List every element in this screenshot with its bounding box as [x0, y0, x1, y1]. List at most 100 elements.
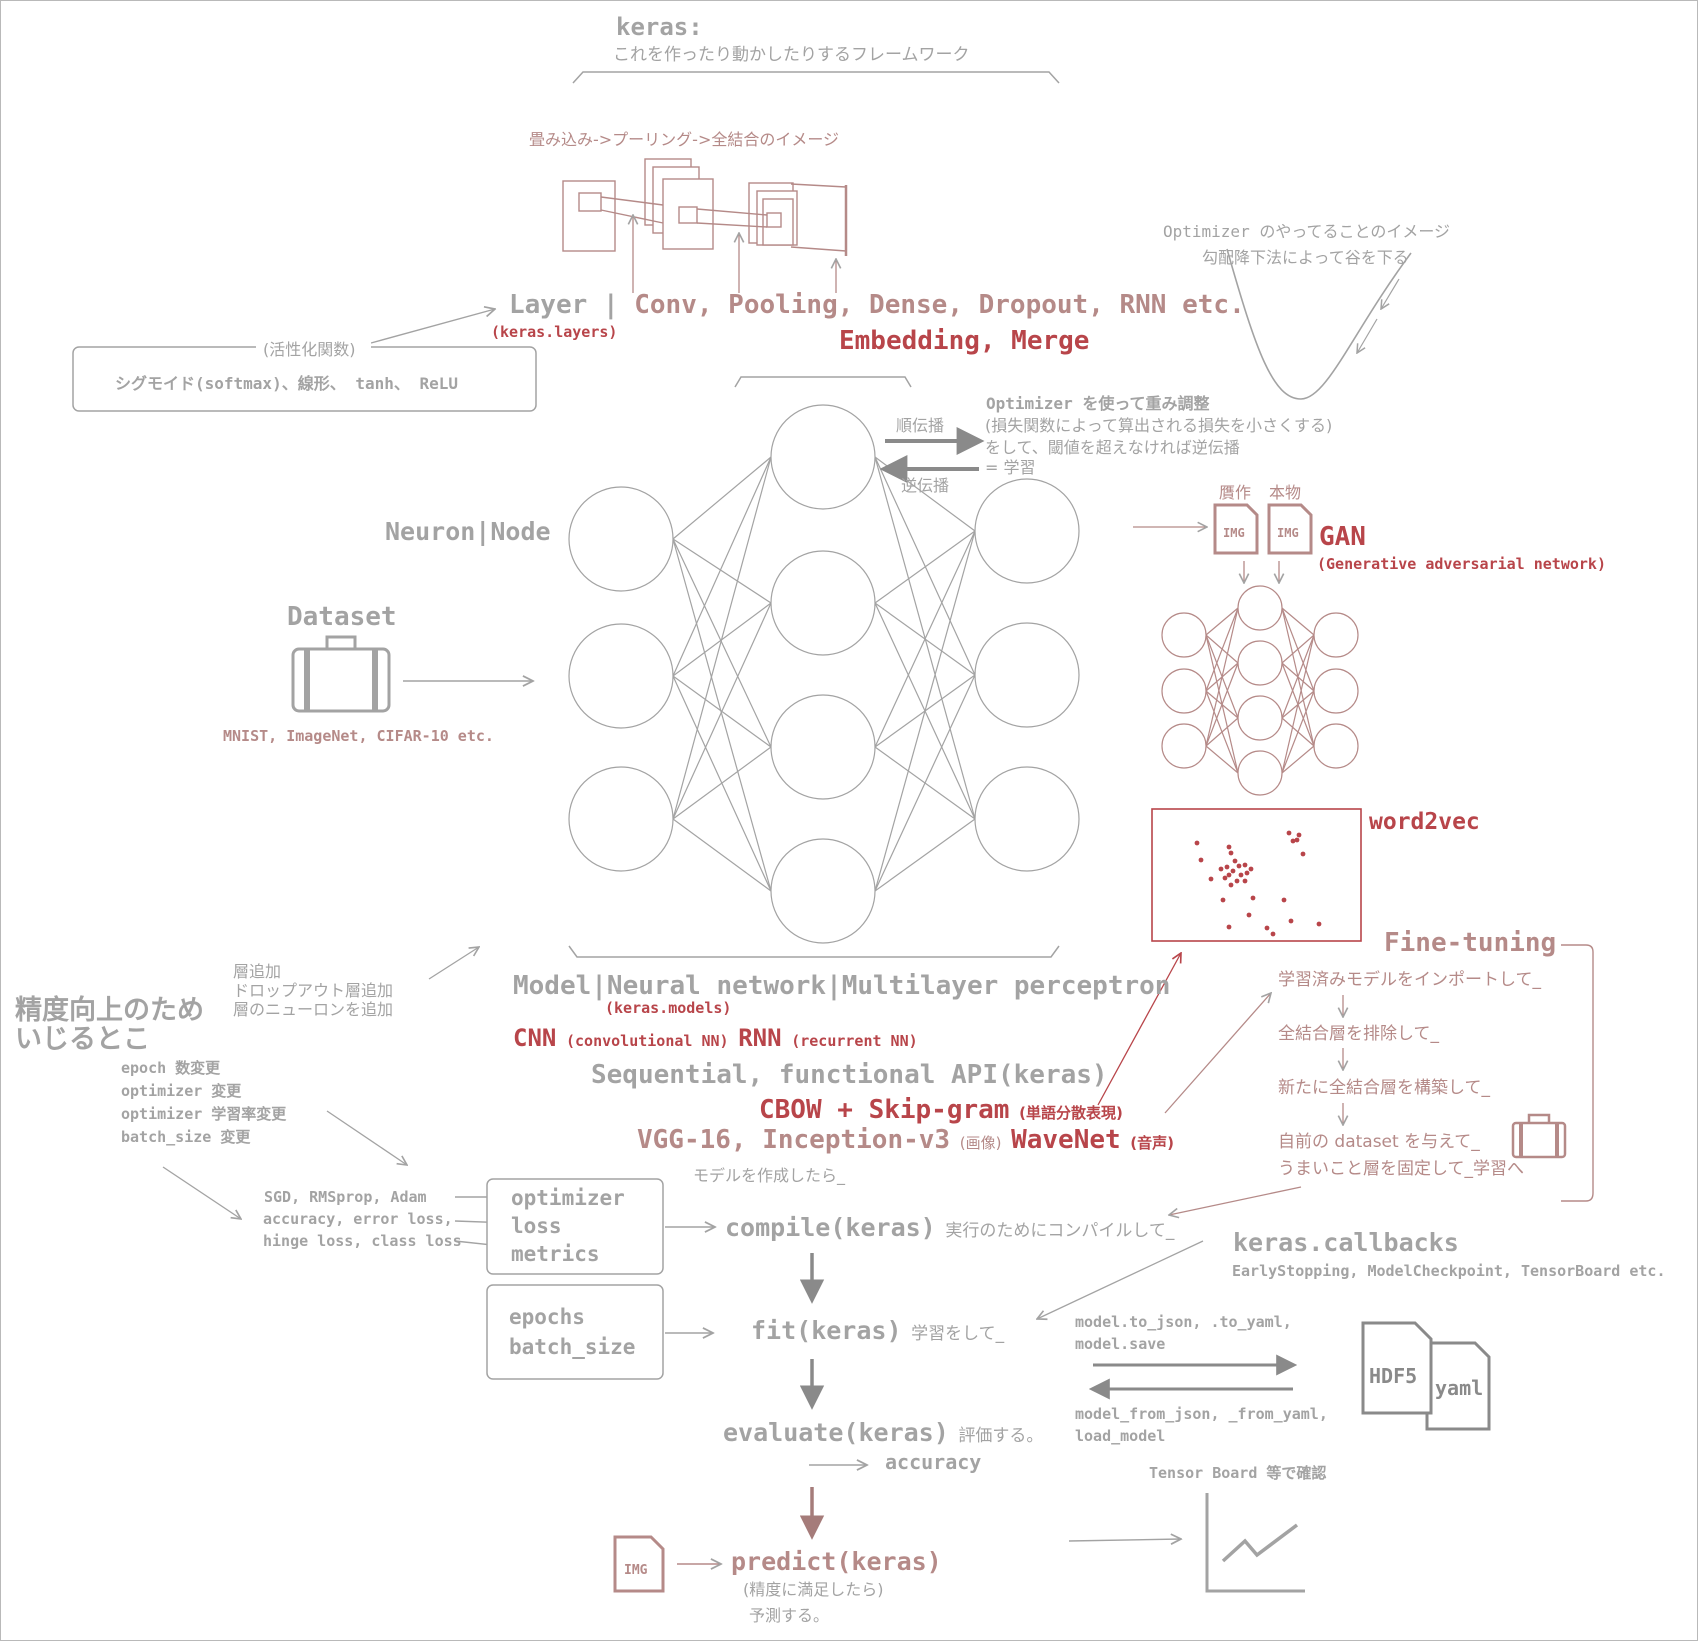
main-network-connection — [874, 530, 976, 604]
gan-network-node-2-0 — [1313, 612, 1359, 658]
load-line-1: model_from_json, _from_yaml, — [1075, 1405, 1328, 1423]
options-line-1: SGD, RMSprop, Adam — [264, 1188, 427, 1206]
gan-network-node-0-1 — [1161, 668, 1207, 714]
layer-ops-arrow — [428, 947, 479, 980]
main-network-node-0-2 — [568, 766, 674, 872]
predict-note-2: 予測する。 — [749, 1606, 829, 1625]
word2vec-scatter-box — [1151, 808, 1362, 942]
word2vec-point — [1246, 912, 1252, 918]
layer-op-2: ドロップアウト層追加 — [233, 981, 393, 1000]
yaml-file-text: yaml — [1435, 1376, 1483, 1400]
word2vec-point — [1250, 895, 1256, 901]
activation-title-bg — [256, 339, 371, 355]
gan-network-node-2-2 — [1313, 723, 1359, 769]
main-network-node-1-1 — [770, 550, 876, 656]
compile-arg-optimizer: optimizer — [511, 1186, 625, 1210]
main-network-connection — [672, 818, 772, 892]
word2vec-point — [1264, 925, 1270, 931]
gan-neural-network — [1161, 585, 1359, 796]
word2vec-point — [1270, 931, 1276, 937]
fit-args-box — [486, 1284, 664, 1380]
svg-text:Layer | Conv, Pooling,: Layer | Conv, Pooling, Dense, Dropout, R… — [509, 290, 1245, 320]
main-network-connection — [874, 456, 976, 676]
gan-real-img-icon: IMG — [1267, 503, 1313, 555]
cnn-label: CNN — [513, 1024, 556, 1052]
word2vec-point — [1228, 850, 1234, 856]
word2vec-point — [1222, 875, 1228, 881]
svg-text:evaluate(keras) 評価する。: evaluate(keras) 評価する。 — [723, 1418, 1043, 1447]
gan-network-node-1-3 — [1237, 750, 1283, 796]
conv-caption: 畳み込み->プーリング->全結合のイメージ — [529, 130, 839, 149]
callbacks-items: EarlyStopping, ModelCheckpoint, TensorBo… — [1232, 1262, 1665, 1280]
svg-text:compile(keras) 実行のためにコンパイル: compile(keras) 実行のためにコンパイルして_ — [725, 1213, 1175, 1242]
gan-real-label: 本物 — [1269, 483, 1301, 502]
word2vec-point — [1296, 832, 1302, 838]
layer-separator: | — [603, 290, 619, 320]
compile-arg-metrics: metrics — [511, 1242, 600, 1266]
word2vec-point — [1220, 897, 1226, 903]
conv-arrows — [633, 215, 836, 293]
main-network-node-2-0 — [974, 478, 1080, 584]
main-network-connection — [672, 456, 772, 540]
main-network-connection — [672, 538, 772, 604]
propagation-note-3: をして、閾値を超えなければ逆伝播 — [985, 438, 1240, 457]
model-after-label: モデルを作成したら_ — [693, 1166, 846, 1186]
gan-network-node-1-2 — [1237, 695, 1283, 741]
vgg-sub: (画像) — [960, 1134, 1002, 1152]
compile-step: compile(keras) — [725, 1213, 936, 1242]
param-2: optimizer 変更 — [121, 1082, 242, 1100]
options-line-2: accuracy, error loss, — [263, 1210, 453, 1228]
word2vec-point — [1234, 878, 1240, 884]
dataset-examples: MNIST, ImageNet, CIFAR-10 etc. — [223, 727, 494, 745]
word2vec-point — [1208, 876, 1214, 882]
finetuning-step-5: うまいこと層を固定して_学習へ — [1278, 1159, 1524, 1179]
compile-arg-loss: loss — [511, 1214, 562, 1238]
word2vec-point — [1194, 840, 1200, 846]
conv-illustration — [562, 158, 848, 256]
accuracy-title-line2: いじるとこ — [15, 1024, 150, 1055]
word2vec-point — [1228, 882, 1234, 888]
word2vec-points — [1194, 830, 1322, 937]
accuracy-title-line1: 精度向上のため — [15, 994, 204, 1026]
main-network-node-1-2 — [770, 694, 876, 800]
main-network-node-2-2 — [974, 766, 1080, 872]
main-network-connection — [874, 530, 976, 748]
gan-network-connection — [1281, 745, 1315, 774]
layer-items: Conv, Pooling, Dense, Dropout, RNN etc. — [634, 290, 1244, 320]
main-network-connection — [672, 456, 772, 820]
word2vec-point — [1226, 924, 1232, 930]
gan-network-connections — [1205, 607, 1315, 774]
load-line-2: load_model — [1075, 1427, 1165, 1445]
yaml-file-icon: yaml — [1425, 1341, 1491, 1431]
gan-network-node-1-0 — [1237, 585, 1283, 631]
callbacks-to-fit-arrow — [1037, 1240, 1204, 1319]
hdf5-file-text: HDF5 — [1369, 1364, 1417, 1388]
callbacks-title: keras.callbacks — [1233, 1228, 1459, 1257]
rnn-sub: (recurrent NN) — [791, 1032, 917, 1050]
model-module: (keras.models) — [605, 999, 731, 1017]
propagation-note-1: Optimizer を使って重み調整 — [986, 394, 1210, 413]
gan-fake-img-icon: IMG — [1213, 503, 1259, 555]
gan-network-node-0-2 — [1161, 723, 1207, 769]
gan-network-connection — [1205, 717, 1239, 747]
save-line-2: model.save — [1075, 1335, 1165, 1353]
word2vec-point — [1230, 868, 1236, 874]
dataset-title: Dataset — [287, 602, 397, 632]
svg-text:fit(keras) 学習をして_: fit(keras) 学習をして_ — [751, 1316, 1005, 1345]
gan-network-connection — [1281, 634, 1315, 719]
fit-arg-epochs: epochs — [509, 1305, 585, 1329]
word2vec-point — [1236, 863, 1242, 869]
activation-title: (活性化関数) — [263, 340, 356, 359]
keras-subtitle: これを作ったり動かしたりするフレームワーク — [613, 45, 970, 65]
main-network-connection — [874, 818, 976, 892]
layer-module: (keras.layers) — [491, 323, 617, 341]
gan-network-connection — [1205, 607, 1239, 636]
gan-real-img-text: IMG — [1277, 526, 1299, 540]
cbow-to-word2vec-arrow — [1097, 953, 1181, 1106]
word2vec-point — [1294, 837, 1300, 843]
layer-extra: Embedding, Merge — [839, 326, 1089, 356]
word2vec-point — [1244, 870, 1250, 876]
param-1: epoch 数変更 — [121, 1059, 221, 1077]
gan-title: GAN — [1319, 522, 1366, 552]
chart-icon — [1205, 1493, 1305, 1593]
